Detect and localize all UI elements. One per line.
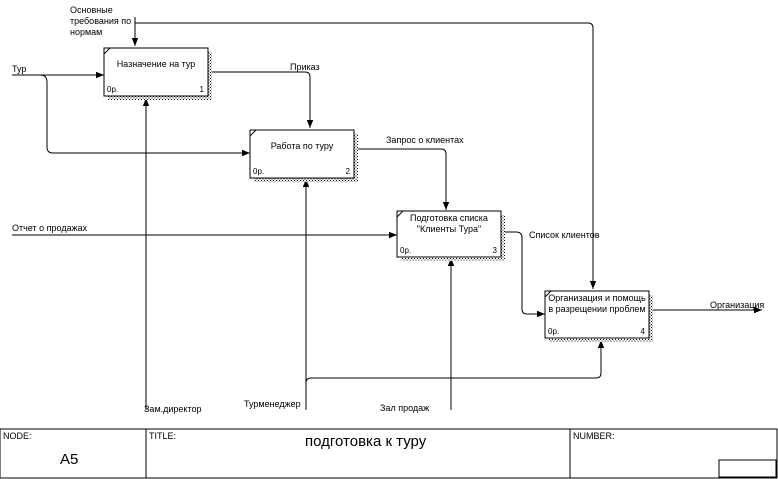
label-tour: Тур — [12, 64, 26, 74]
activity-title: в разрещении проблем — [548, 304, 645, 314]
footer-corner-box — [718, 459, 777, 478]
activity-cost: 0р. — [253, 167, 264, 176]
activity-box[interactable] — [396, 210, 502, 258]
label-norms: Основные требования по нормам — [70, 5, 134, 37]
activity-cost: 0р. — [548, 327, 559, 336]
label-sales-hall: Зал продаж — [380, 403, 429, 413]
activity-title: Работа по туру — [271, 141, 334, 151]
activity-title: Подготовка списка — [410, 213, 488, 223]
activity-cost: 0р. — [400, 246, 411, 255]
activity-corner — [249, 129, 257, 137]
arrow-norms-box4[interactable] — [135, 22, 597, 289]
activity-box-1[interactable]: Назначение на тур 0р. 1 — [103, 47, 212, 100]
diagram-title: подготовка к туру — [305, 433, 427, 450]
activity-title: Организация и помощь — [548, 293, 646, 303]
activity-cost: 0р. — [107, 85, 118, 94]
activity-corner — [396, 210, 404, 218]
activity-corner — [103, 47, 111, 55]
activity-box-3[interactable]: Подготовка списка"Клиенты Тура" 0р. 3 — [396, 210, 505, 261]
arrow-client-request[interactable] — [355, 148, 450, 210]
number-label: NUMBER: — [573, 431, 615, 441]
activity-box-2[interactable]: Работа по туру 0р. 2 — [249, 129, 358, 182]
activity-number: 3 — [493, 246, 498, 255]
activity-number: 2 — [346, 167, 351, 176]
node-label: NODE: — [3, 431, 32, 441]
node-value: A5 — [60, 451, 78, 468]
activity-number: 1 — [200, 85, 205, 94]
activity-title: Назначение на тур — [117, 59, 196, 69]
activity-box[interactable] — [103, 47, 209, 97]
label-client-list: Список клиентов — [529, 230, 600, 240]
arrows — [12, 17, 762, 410]
label-tour-manager: Турменеджер — [244, 399, 301, 409]
diagram-footer: NODE: A5 TITLE: подготовка к туру NUMBER… — [0, 428, 778, 479]
label-organization: Организация — [710, 300, 764, 310]
label-deputy-director: Зам.директор — [144, 404, 202, 414]
activity-title: "Клиенты Тура" — [417, 224, 481, 234]
arrow-client-list[interactable] — [502, 231, 545, 318]
title-label: TITLE: — [149, 431, 176, 441]
arrow-tour-box2[interactable] — [39, 74, 250, 157]
arrow-tour-manager-box4[interactable] — [305, 340, 605, 384]
label-order: Приказ — [290, 62, 320, 72]
label-client-request: Запрос о клиентах — [386, 135, 464, 145]
activity-number: 4 — [641, 327, 646, 336]
activity-box[interactable] — [544, 290, 650, 339]
activity-box[interactable] — [249, 129, 355, 179]
footer-frame — [0, 428, 778, 479]
arrow-order[interactable] — [208, 71, 314, 128]
activity-corner — [544, 290, 552, 298]
arrow-labels: Основные требования по нормам Тур Приказ… — [12, 5, 764, 414]
label-sales-report: Отчет о продажах — [12, 223, 88, 233]
